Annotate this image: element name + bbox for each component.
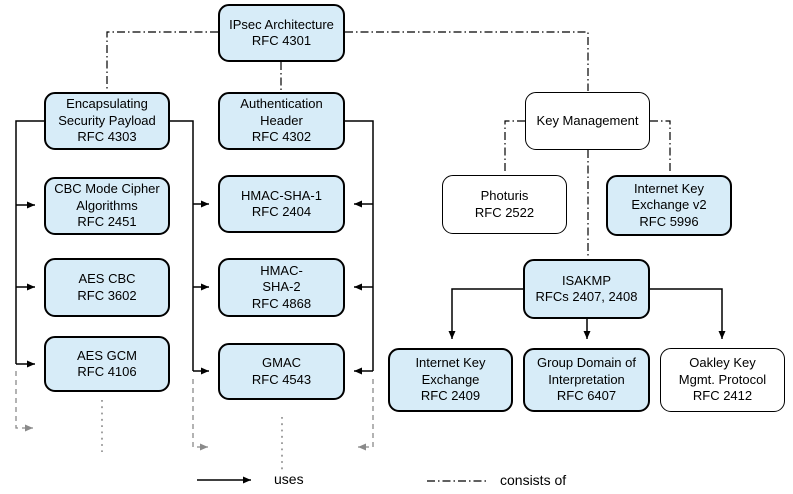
edge-ipsec-to-keymgmt — [345, 31, 589, 91]
legend-consists-of-label: consists of — [500, 472, 567, 488]
node-hmac-sha-1: HMAC-SHA-1 RFC 2404 — [218, 175, 345, 233]
node-isakmp: ISAKMP RFCs 2407, 2408 — [523, 259, 650, 319]
node-photuris: Photuris RFC 2522 — [442, 175, 567, 234]
node-group-domain-of-interpretation: Group Domain of Interpretation RFC 6407 — [523, 348, 650, 412]
node-aes-cbc: AES CBC RFC 3602 — [44, 258, 170, 317]
node-oakley-key-mgmt-protocol: Oakley Key Mgmt. Protocol RFC 2412 — [660, 348, 785, 412]
edge-keymgmt-to-photuris — [504, 120, 525, 174]
node-key-management: Key Management — [525, 92, 650, 150]
node-gmac: GMAC RFC 4543 — [218, 343, 345, 400]
trunk-esp-left — [15, 120, 44, 364]
node-internet-key-exchange: Internet Key Exchange RFC 2409 — [388, 348, 513, 412]
trunk-esp-right — [170, 120, 194, 371]
node-hmac-sha-2: HMAC- SHA-2 RFC 4868 — [218, 258, 345, 317]
node-authentication-header: Authentication Header RFC 4302 — [218, 92, 345, 150]
node-ipsec-architecture: IPsec Architecture RFC 4301 — [218, 4, 345, 62]
edge-keymgmt-to-ikev2 — [650, 120, 671, 174]
node-cbc-mode-cipher-algorithms: CBC Mode Cipher Algorithms RFC 2451 — [44, 177, 170, 235]
edge-isakmp-to-oakley — [650, 288, 726, 339]
edge-ipsec-to-esp — [106, 31, 218, 91]
node-internet-key-exchange-v2: Internet Key Exchange v2 RFC 5996 — [606, 175, 732, 236]
node-aes-gcm: AES GCM RFC 4106 — [44, 336, 170, 392]
continuation-cipher-column — [15, 371, 33, 432]
continuation-hmac-column-left — [192, 379, 208, 451]
legend-uses-label: uses — [274, 471, 304, 487]
node-encapsulating-security-payload: Encapsulating Security Payload RFC 4303 — [44, 92, 170, 150]
edge-isakmp-to-ike — [448, 288, 523, 339]
continuation-hmac-column-right — [358, 379, 374, 451]
trunk-ah-right — [345, 120, 374, 371]
